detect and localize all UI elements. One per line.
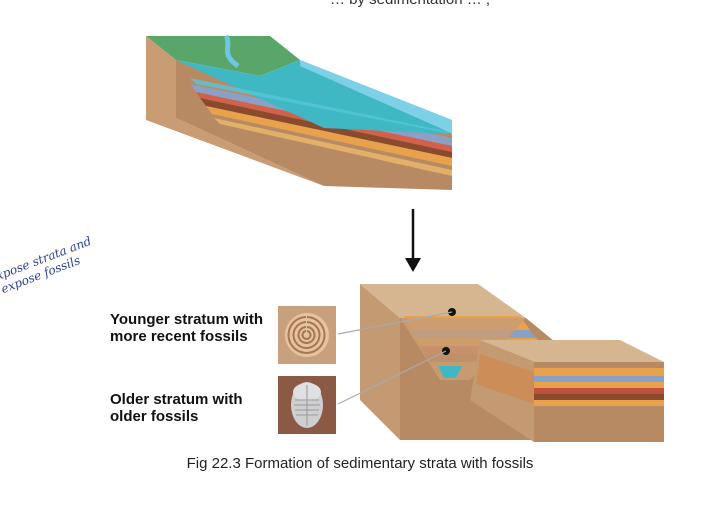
down-arrow [405, 209, 421, 272]
deposition-block [146, 34, 452, 190]
low-stratum-blue [534, 376, 664, 382]
sea-front-shine [190, 78, 452, 134]
low-block-top [480, 340, 664, 362]
younger-leader-line [337, 311, 453, 335]
stratum-band-orange-2 [214, 118, 452, 176]
valley-slope [400, 318, 526, 380]
younger-stratum-label: Younger stratum with more recent fossils [110, 311, 264, 345]
river [223, 34, 240, 69]
valley-water [438, 366, 462, 378]
tall-block-top [360, 284, 526, 318]
low-stratum-red [534, 388, 664, 394]
exposed-strata-block [360, 284, 664, 442]
tall-block-side [360, 284, 400, 440]
sea-edge [300, 60, 452, 134]
stratum-band-orange [206, 106, 452, 166]
low-stratum-orange-1 [534, 368, 664, 376]
low-stratum-orange-2 [534, 382, 664, 388]
older-leader-line [337, 350, 447, 405]
sea-surface [176, 60, 452, 134]
low-stratum-orange-3 [534, 400, 664, 406]
figure-caption: Fig 22.3 Formation of sedimentary strata… [186, 455, 534, 472]
older-stratum-label: Older stratum with older fossils [110, 391, 243, 425]
land-surface [146, 36, 300, 76]
trilobite-fossil-icon [278, 376, 336, 434]
ammonite-fossil-icon [278, 306, 336, 364]
low-stratum-brown [534, 394, 664, 400]
top-cut-text: … by sedimentation … , [330, 0, 490, 8]
low-side-strata [476, 354, 534, 404]
top-block-side-face [146, 36, 324, 186]
